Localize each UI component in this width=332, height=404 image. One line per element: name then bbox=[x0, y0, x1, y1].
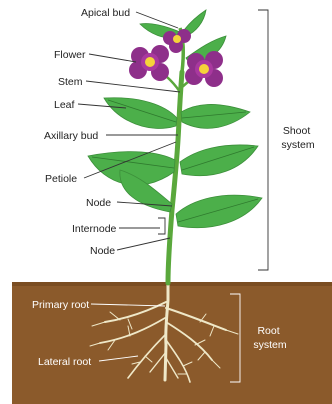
label-apical-bud: Apical bud bbox=[81, 7, 130, 19]
label-primary-root: Primary root bbox=[32, 299, 89, 311]
label-leaf: Leaf bbox=[54, 99, 75, 111]
label-internode: Internode bbox=[72, 223, 117, 235]
label-flower: Flower bbox=[54, 49, 86, 61]
flower-left-drawing bbox=[129, 45, 169, 81]
stem-drawing bbox=[168, 72, 182, 283]
label-node-upper: Node bbox=[86, 197, 111, 209]
label-axillary-bud: Axillary bud bbox=[44, 130, 98, 142]
label-shoot-system: Shoot system bbox=[281, 125, 315, 151]
label-lateral-root: Lateral root bbox=[38, 356, 91, 368]
label-node-lower: Node bbox=[90, 245, 115, 257]
shoot-system-bracket bbox=[258, 10, 268, 270]
label-petiole: Petiole bbox=[45, 173, 77, 185]
label-stem: Stem bbox=[58, 76, 83, 88]
